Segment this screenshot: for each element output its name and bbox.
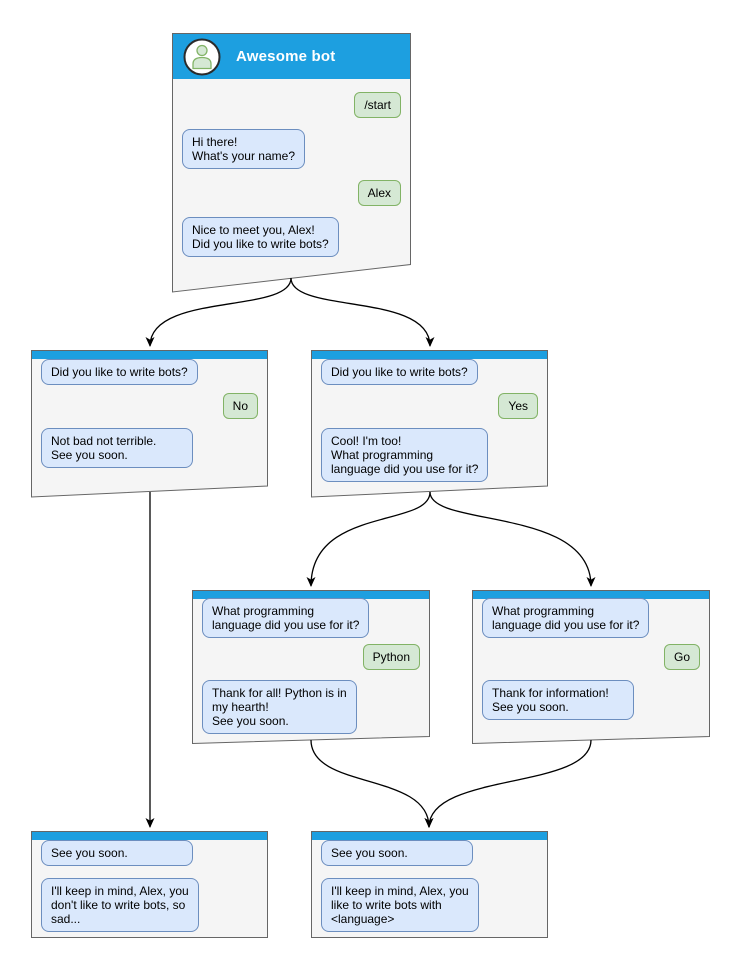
user-message-bubble: No <box>222 393 258 419</box>
bot-message-bubble: Cool! I'm too! What programming language… <box>321 428 489 482</box>
arrow-yes-to-python <box>306 491 431 587</box>
window-title: Awesome bot <box>236 48 336 65</box>
arrow-yes-to-go <box>429 491 596 587</box>
bot-message-bubble: Not bad not terrible. See you soon. <box>41 428 193 468</box>
chat-window-python: What programming language did you use fo… <box>192 590 430 744</box>
chat-window-branch-no: Did you like to write bots? No Not bad n… <box>31 350 268 498</box>
bot-message-bubble: Nice to meet you, Alex! Did you like to … <box>182 217 339 257</box>
bot-message-bubble: I'll keep in mind, Alex, you don't like … <box>41 878 199 932</box>
window-title-bar <box>312 832 547 840</box>
window-title-bar <box>473 591 709 599</box>
window-title-bar <box>193 591 429 599</box>
bot-message-bubble: What programming language did you use fo… <box>482 598 650 638</box>
window-title-bar <box>32 351 267 359</box>
chat-window-final-language: See you soon. I'll keep in mind, Alex, y… <box>311 831 548 938</box>
user-message-bubble: /start <box>354 92 401 118</box>
user-message-bubble: Yes <box>498 393 538 419</box>
window-title-bar <box>312 351 547 359</box>
user-message-bubble: Alex <box>357 180 401 206</box>
arrow-go-to-final <box>424 739 592 828</box>
bot-message-bubble: What programming language did you use fo… <box>202 598 370 638</box>
bot-message-bubble: Did you like to write bots? <box>41 359 198 385</box>
bot-message-bubble: Did you like to write bots? <box>321 359 478 385</box>
user-message-bubble: Python <box>362 644 420 670</box>
bot-message-bubble: Thank for information! See you soon. <box>482 680 634 720</box>
chat-window-branch-yes: Did you like to write bots? Yes Cool! I'… <box>311 350 548 498</box>
window-title-bar: Awesome bot <box>173 34 410 79</box>
bot-message-bubble: I'll keep in mind, Alex, you like to wri… <box>321 878 479 932</box>
window-title-bar <box>32 832 267 840</box>
chat-window-final-no: See you soon. I'll keep in mind, Alex, y… <box>31 831 268 938</box>
chat-window-main: Awesome bot /start Hi there! What's your… <box>172 33 411 293</box>
bot-message-bubble: See you soon. <box>41 840 193 866</box>
chat-window-go: What programming language did you use fo… <box>472 590 710 744</box>
bot-message-bubble: Hi there! What's your name? <box>182 129 306 169</box>
user-message-bubble: Go <box>663 644 700 670</box>
arrow-python-to-final <box>310 739 434 828</box>
person-icon <box>183 38 221 75</box>
bot-message-bubble: See you soon. <box>321 840 473 866</box>
bot-message-bubble: Thank for all! Python is in my hearth! S… <box>202 680 357 734</box>
